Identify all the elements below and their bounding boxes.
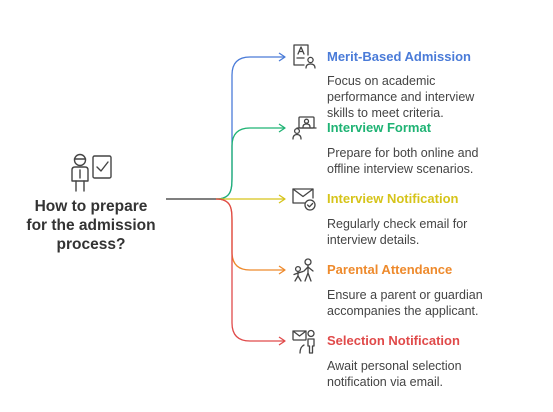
description-line: notification via email. [327, 375, 444, 389]
parent-child-icon [293, 258, 314, 282]
description-line: Focus on academic [327, 74, 436, 88]
arrow-head-parental [278, 265, 286, 275]
branch-connector-format [215, 127, 284, 200]
branch-description-format: Prepare for both online and offline inte… [327, 145, 479, 177]
arrow-head-merit [278, 52, 286, 62]
description-line: skills to meet criteria. [327, 106, 444, 120]
description-line: accompanies the applicant. [327, 304, 479, 318]
description-line: Regularly check email for [327, 217, 468, 231]
email-check-icon [292, 188, 316, 211]
branch-description-parental: Ensure a parent or guardian accompanies … [327, 287, 483, 319]
root-title: How to prepare for the admission process… [10, 197, 172, 254]
arrow-head-notification [278, 194, 286, 204]
branch-title-merit: Merit-Based Admission [327, 49, 471, 64]
branch-connector-selection [215, 198, 284, 342]
branch-title-selection: Selection Notification [327, 333, 460, 348]
description-line: Prepare for both online and [327, 146, 479, 160]
description-line: performance and interview [327, 90, 475, 104]
branch-description-notification: Regularly check email for interview deta… [327, 216, 467, 248]
document-person-icon [293, 44, 316, 69]
arrow-head-format [278, 123, 286, 133]
person-checklist-icon [71, 153, 112, 192]
branch-description-merit: Focus on academic performance and interv… [327, 73, 474, 121]
description-line: Ensure a parent or guardian [327, 288, 483, 302]
description-line: Await personal selection [327, 359, 462, 373]
branch-title-notification: Interview Notification [327, 191, 459, 206]
description-line: interview details. [327, 233, 420, 247]
arrow-head-selection [278, 336, 286, 346]
description-line: offline interview scenarios. [327, 162, 474, 176]
branch-title-parental: Parental Attendance [327, 262, 453, 277]
email-person-icon [292, 329, 315, 354]
branch-description-selection: Await personal selection notification vi… [327, 358, 462, 390]
branch-title-format: Interview Format [327, 120, 432, 135]
root-title-line: for the admission [26, 217, 156, 234]
root-title-line: process? [56, 236, 126, 253]
root-title-line: How to prepare [34, 198, 148, 215]
video-interview-icon [292, 116, 317, 140]
branch-connector-parental [215, 198, 284, 271]
